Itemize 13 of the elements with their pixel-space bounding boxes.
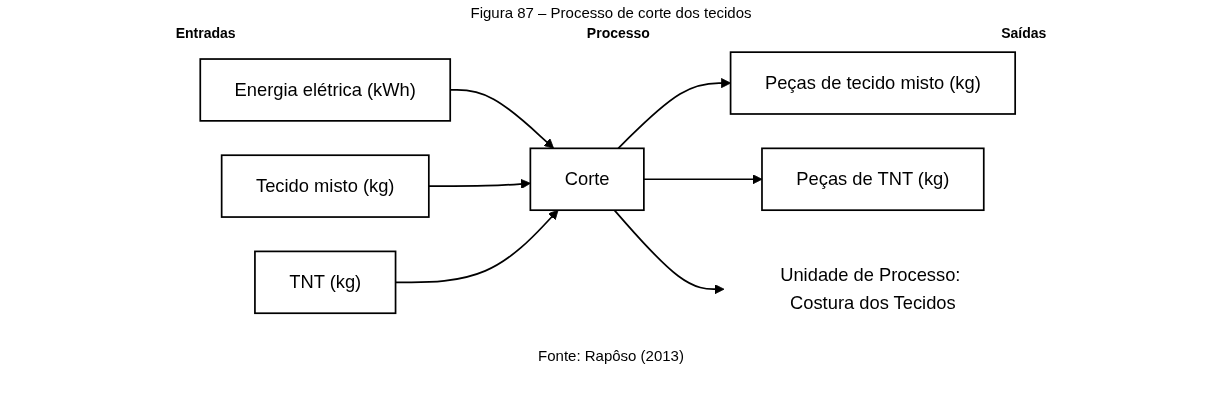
node-box: Energia elétrica (kWh) — [199, 58, 452, 122]
column-heading: Entradas — [174, 24, 237, 43]
node-text: Unidade de Processo: Costura dos Tecidos — [780, 265, 961, 313]
node-box: Corte — [529, 147, 645, 212]
node-box: Peças de TNT (kg) — [761, 147, 985, 212]
node-box: TNT (kg) — [254, 250, 397, 315]
node-box: Tecido misto (kg) — [220, 154, 430, 218]
node-box: Peças de tecido misto (kg) — [729, 51, 1016, 115]
figure-title: Figura 87 – Processo de corte dos tecidos — [469, 4, 753, 21]
column-heading: Saídas — [1000, 24, 1048, 43]
source-caption: Fonte: Rapôso (2013) — [537, 347, 685, 364]
arrow — [613, 209, 725, 295]
column-heading: Processo — [585, 24, 651, 43]
